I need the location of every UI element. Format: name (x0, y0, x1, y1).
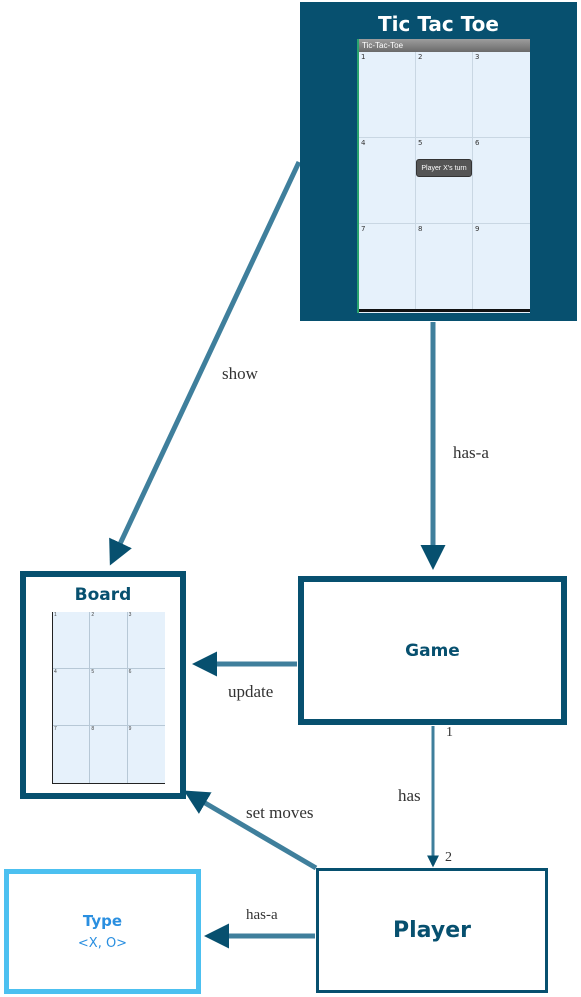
multiplicity-two: 2 (445, 850, 452, 865)
board-node: Board 1 2 3 4 5 6 7 8 9 (20, 571, 186, 799)
app-cell: 9 (473, 224, 530, 310)
node-title: Board (74, 585, 132, 605)
node-title: Type (82, 912, 123, 930)
player-node: Player (316, 868, 548, 993)
app-cell: 6 (473, 138, 530, 224)
board-grid: 1 2 3 4 5 6 7 8 9 (52, 612, 165, 784)
board-cell: 9 (128, 726, 132, 732)
board-cell: 1 (53, 612, 91, 669)
app-cell: 1 (359, 52, 416, 138)
edge-set-moves (183, 790, 318, 871)
edge-show (109, 160, 302, 566)
type-values: <X, O> (77, 936, 128, 951)
edge-label-has-a-game: has-a (453, 443, 489, 462)
app-cell: 3 (473, 52, 530, 138)
edge-label-has: has (398, 786, 421, 805)
app-cell: 8 (416, 224, 473, 310)
node-title: Player (393, 918, 471, 943)
app-cell: 4 (359, 138, 416, 224)
app-cell: 5 (416, 138, 473, 224)
app-grid: 1 2 3 4 5 6 7 8 9 (359, 52, 530, 310)
app-window-title: Tic-Tac-Toe (359, 39, 530, 52)
multiplicity-one: 1 (446, 725, 453, 740)
type-node: Type <X, O> (4, 869, 201, 994)
app-cell: 2 (416, 52, 473, 138)
board-cell: 4 (53, 669, 91, 726)
edge-label-has-a-type: has-a (246, 907, 278, 923)
turn-toast: Player X's turn (416, 159, 472, 177)
app-bottom-bar (359, 309, 530, 312)
edge-label-update: update (228, 682, 274, 701)
board-cell: 2 (90, 612, 128, 669)
board-cell: 8 (90, 726, 128, 783)
node-title: Game (405, 640, 460, 661)
app-screenshot: Tic-Tac-Toe 1 2 3 4 5 6 7 8 9 Player X's… (357, 39, 530, 313)
board-cell: 3 (127, 612, 165, 669)
board-cell: 6 (127, 669, 165, 726)
board-cell: 5 (90, 669, 128, 726)
edge-label-show: show (222, 364, 258, 383)
app-cell: 7 (359, 224, 416, 310)
board-cell: 7 (53, 726, 91, 783)
tic-tac-toe-node: Tic Tac Toe Tic-Tac-Toe 1 2 3 4 5 6 7 8 … (300, 2, 577, 321)
node-title: Tic Tac Toe (378, 12, 499, 36)
game-node: Game (298, 576, 567, 725)
edge-label-set-moves: set moves (246, 803, 314, 822)
